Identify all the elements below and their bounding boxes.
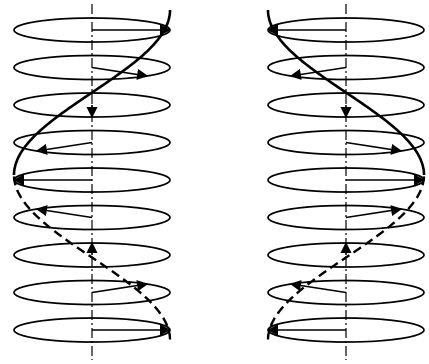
field-vector-arrow — [346, 209, 401, 217]
right-helix-panel — [268, 4, 424, 360]
left-helix-panel — [14, 4, 170, 360]
field-vector-arrow — [346, 143, 401, 151]
field-vector-arrow — [37, 209, 92, 217]
field-vector-arrow — [37, 143, 92, 151]
